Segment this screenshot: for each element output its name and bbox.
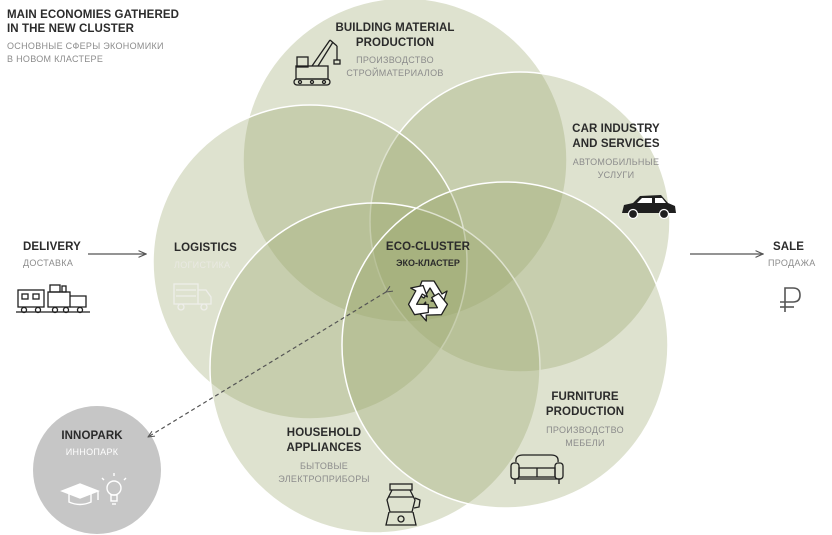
- innopark-label-ru: ИННОПАРК: [65, 447, 119, 457]
- crane-truck-icon: [293, 39, 341, 86]
- header-subtitle-line-1: ОСНОВНЫЕ СФЕРЫ ЭКОНОМИКИ: [7, 41, 164, 51]
- delivery-label-ru: ДОСТАВКА: [23, 258, 74, 268]
- building-label-en-2: PRODUCTION: [355, 37, 435, 49]
- graduation-cap-lightbulb-icon: [60, 473, 127, 506]
- car-icon: [622, 195, 676, 220]
- header-title-line-1: MAIN ECONOMIES GATHERED: [7, 9, 180, 21]
- building-label-ru-1: ПРОИЗВОДСТВО: [356, 55, 434, 65]
- car-label-ru-2: УСЛУГИ: [597, 170, 635, 180]
- household-label-en-1: HOUSEHOLD: [286, 427, 362, 439]
- car-label-ru-1: АВТОМОБИЛЬНЫЕ: [572, 157, 660, 167]
- header-title-line-2: IN THE NEW CLUSTER: [7, 23, 135, 35]
- delivery-label-en: DELIVERY: [23, 241, 81, 253]
- sale-label-en: SALE: [773, 241, 805, 253]
- train-icon: [16, 284, 90, 314]
- innopark-link-arrow: [148, 292, 386, 437]
- furniture-label-ru-1: ПРОИЗВОДСТВО: [546, 425, 624, 435]
- building-label-ru-2: СТРОЙМАТЕРИАЛОВ: [346, 68, 444, 78]
- furniture-label-en-2: PRODUCTION: [545, 406, 625, 418]
- logistics-label-ru: ЛОГИСТИКА: [174, 260, 231, 270]
- sofa-icon: [510, 454, 564, 484]
- ruble-icon: [780, 287, 801, 312]
- header-subtitle-line-2: В НОВОМ КЛАСТЕРЕ: [7, 54, 104, 64]
- eco-cluster-label-en: ECO-CLUSTER: [385, 241, 471, 253]
- eco-cluster-label-ru: ЭКО-КЛАСТЕР: [396, 258, 460, 268]
- truck-icon: [173, 283, 212, 311]
- recycle-icon: [407, 280, 449, 322]
- petal-furniture: [341, 181, 669, 509]
- household-label-en-2: APPLIANCES: [286, 442, 362, 454]
- furniture-label-en-1: FURNITURE: [551, 391, 619, 403]
- car-label-en-1: CAR INDUSTRY: [572, 123, 660, 135]
- car-label-en-2: AND SERVICES: [572, 138, 660, 150]
- blender-icon: [385, 483, 421, 526]
- household-label-ru-1: БЫТОВЫЕ: [299, 461, 349, 471]
- logistics-label-en: LOGISTICS: [174, 242, 237, 254]
- innopark-circle: [33, 406, 161, 534]
- innopark-label-en: INNOPARK: [61, 430, 123, 442]
- building-label-en-1: BUILDING MATERIAL: [335, 22, 455, 34]
- sale-label-ru: ПРОДАЖА: [768, 258, 816, 268]
- furniture-label-ru-2: МЕБЕЛИ: [565, 438, 605, 448]
- household-label-ru-2: ЭЛЕКТРОПРИБОРЫ: [278, 474, 370, 484]
